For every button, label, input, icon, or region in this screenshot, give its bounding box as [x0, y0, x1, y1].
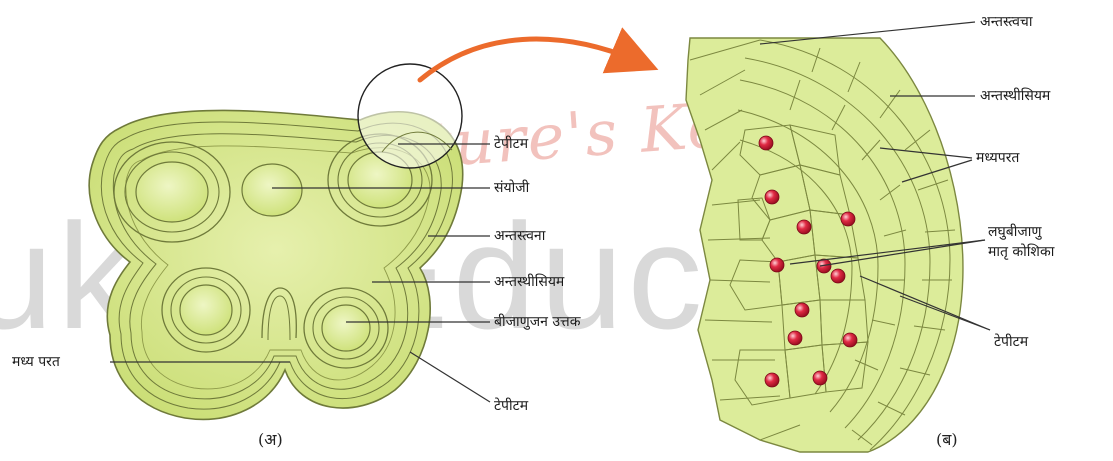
nucleus-2 [797, 220, 811, 234]
label-endothecium-b: अन्तस्थीसियम [980, 88, 1050, 104]
label-connective: संयोजी [494, 180, 529, 196]
label-middle-layer-b: मध्यपरत [976, 150, 1019, 166]
magnifier-circle [358, 64, 462, 168]
connective-tissue [242, 164, 302, 216]
zoom-arrow [420, 39, 640, 80]
label-epidermis-b: अन्तस्त्वचा [980, 14, 1032, 30]
nucleus-11 [813, 371, 827, 385]
label-microspore-line2: मातृ कोशिका [988, 244, 1054, 260]
nucleus-0 [759, 136, 773, 150]
label-microspore-line1: लघुबीजाणु [988, 224, 1042, 240]
caption-b: (ब) [936, 428, 958, 450]
label-epidermis-a: अन्तस्त्वना [494, 228, 545, 244]
nucleus-9 [843, 333, 857, 347]
anther-wall-section [686, 38, 963, 452]
nucleus-8 [788, 331, 802, 345]
nucleus-6 [831, 269, 845, 283]
nucleus-4 [770, 258, 784, 272]
label-middle-layer-a: मध्य परत [12, 354, 60, 370]
nucleus-3 [841, 212, 855, 226]
label-sporogenous: बीजाणुजन उत्तक [494, 314, 580, 330]
caption-a: (अ) [258, 428, 283, 450]
nucleus-1 [765, 190, 779, 204]
nucleus-10 [765, 373, 779, 387]
nucleus-7 [795, 303, 809, 317]
label-tapetum-b: टेपीटम [994, 334, 1028, 350]
nucleus-5 [817, 259, 831, 273]
label-tapetum-a-bottom: टेपीटम [494, 398, 528, 414]
label-endothecium-a: अन्तस्थीसियम [494, 274, 564, 290]
label-tapetum-a-top: टेपीटम [494, 136, 528, 152]
